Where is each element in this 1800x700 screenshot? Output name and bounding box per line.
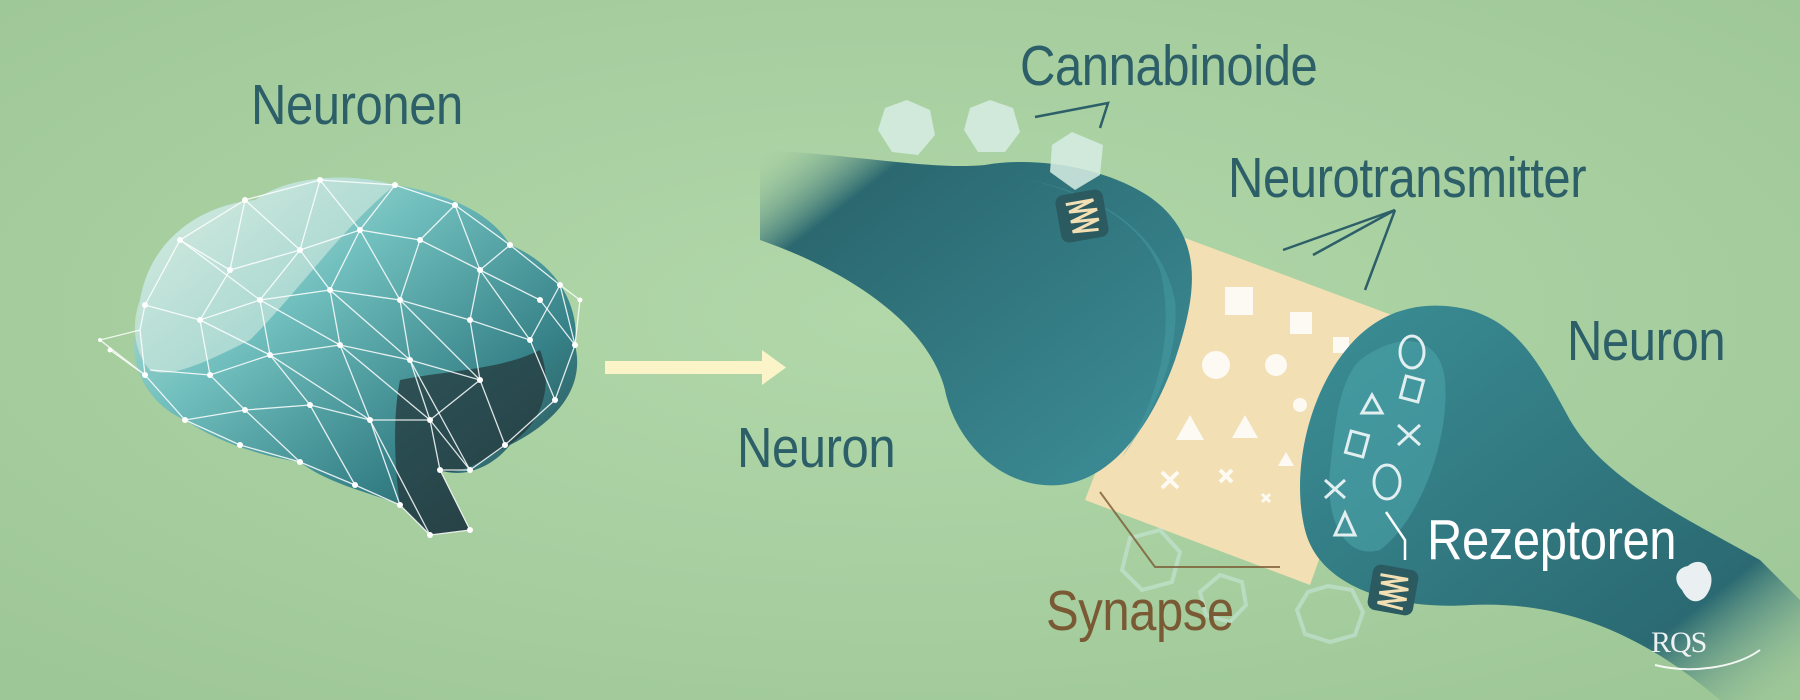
neurotransmitter-molecules [1176,287,1349,466]
cannabinoid-molecules [878,100,1103,190]
rezeptoren-pointer [1384,511,1407,560]
label-cannabinoide: Cannabinoide [1020,34,1318,98]
label-rezeptoren: Rezeptoren [1427,508,1677,572]
label-neuronen: Neuronen [251,73,463,137]
brain-network-icon [98,177,583,538]
synapse-pointer [1099,491,1280,568]
label-neuron-left: Neuron [737,416,896,480]
cannabinoid-outlines [1119,527,1366,645]
pointer-lines [1034,101,1397,291]
label-neurotransmitter: Neurotransmitter [1228,146,1587,210]
logo-text: RQS [1651,626,1706,659]
receptor-icon [1055,189,1109,243]
label-neuron-right: Neuron [1567,309,1726,373]
receptor-shapes [1323,334,1426,537]
neurotransmitter-crosses [1160,468,1272,504]
logo-lion-icon: RQS [1651,561,1761,671]
receptor-icon [1367,564,1419,616]
label-synapse: Synapse [1046,579,1234,643]
arrow-right-icon [605,350,786,385]
